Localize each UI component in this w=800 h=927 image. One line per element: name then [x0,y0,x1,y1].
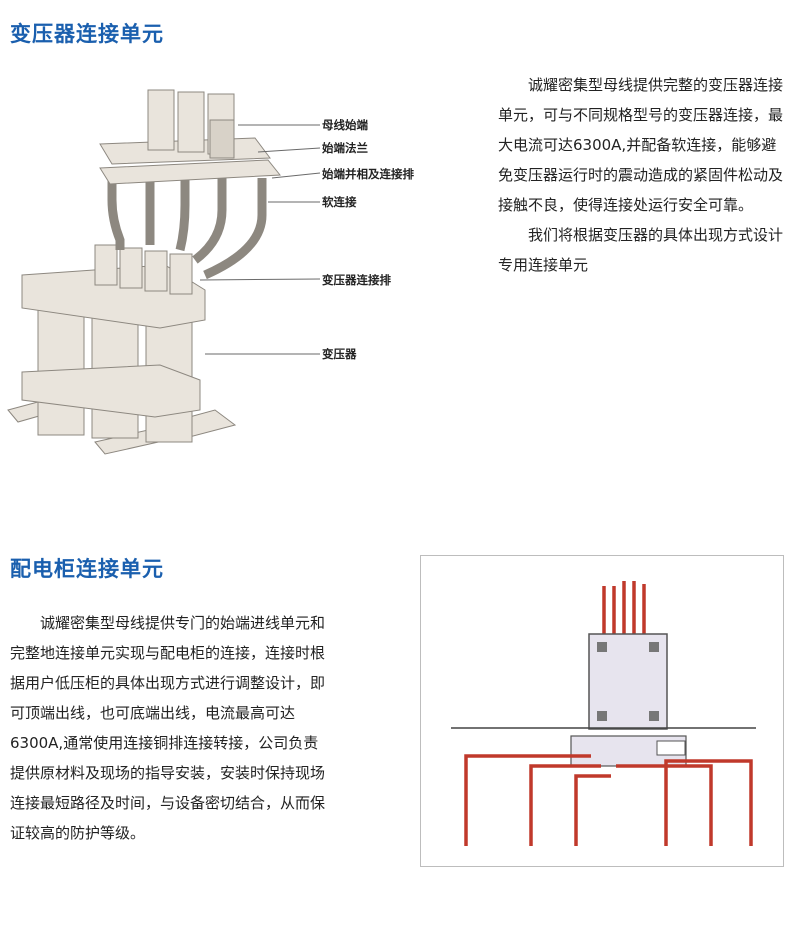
cabinet-description: 诚耀密集型母线提供专门的始端进线单元和完整地连接单元实现与配电柜的连接，连接时根… [10,608,330,848]
transformer-bar-4 [169,253,193,295]
transformer-paragraph-1: 诚耀密集型母线提供完整的变压器连接单元，可与不同规格型号的变压器连接，最大电流可… [498,76,784,214]
transformer-illustration [7,89,321,455]
bolt-top-right [649,642,659,652]
soft-connection-5 [203,178,267,280]
soft-connection-4 [192,175,227,264]
transformer-bar-3 [144,250,168,292]
busbar-housing-2 [177,91,205,153]
busbar-end-box [209,119,235,159]
callout-busbar-start: 母线始端 [322,118,368,132]
soft-connection-3 [175,172,190,252]
cabinet-illustration [451,581,756,846]
transformer-bar-2 [119,247,143,289]
top-copper-leads [602,581,646,636]
transformer-bar-1 [94,244,118,286]
bolt-bottom-left [597,711,607,721]
lower-yoke [21,364,201,418]
section-title-transformer: 变压器连接单元 [10,22,164,46]
core-column-1 [37,294,85,436]
callout-transformer: 变压器 [322,347,357,361]
section-title-cabinet: 配电柜连接单元 [10,557,164,581]
transformer-paragraph-2: 我们将根据变压器的具体出现方式设计专用连接单元 [498,226,784,274]
callout-soft-connection: 软连接 [322,195,357,209]
soft-connection-1 [107,170,125,250]
cabinet-paragraph-1: 诚耀密集型母线提供专门的始端进线单元和完整地连接单元实现与配电柜的连接，连接时根… [10,614,326,842]
busbar-housing-1 [147,89,175,151]
flange-bracket [656,740,686,756]
bolt-top-left [597,642,607,652]
cabinet-connection-diagram [420,555,784,867]
transformer-connection-diagram: 母线始端 始端法兰 始端并相及连接排 软连接 变压器连接排 变压器 [0,80,470,480]
parallel-phase-bar [99,159,281,185]
bolt-bottom-right [649,711,659,721]
callout-start-flange: 始端法兰 [322,141,368,155]
transformer-description: 诚耀密集型母线提供完整的变压器连接单元，可与不同规格型号的变压器连接，最大电流可… [498,70,788,280]
callout-transformer-bar: 变压器连接排 [322,273,391,287]
callout-parallel-bar: 始端并相及连接排 [322,167,414,181]
bottom-copper-bars [464,754,753,846]
